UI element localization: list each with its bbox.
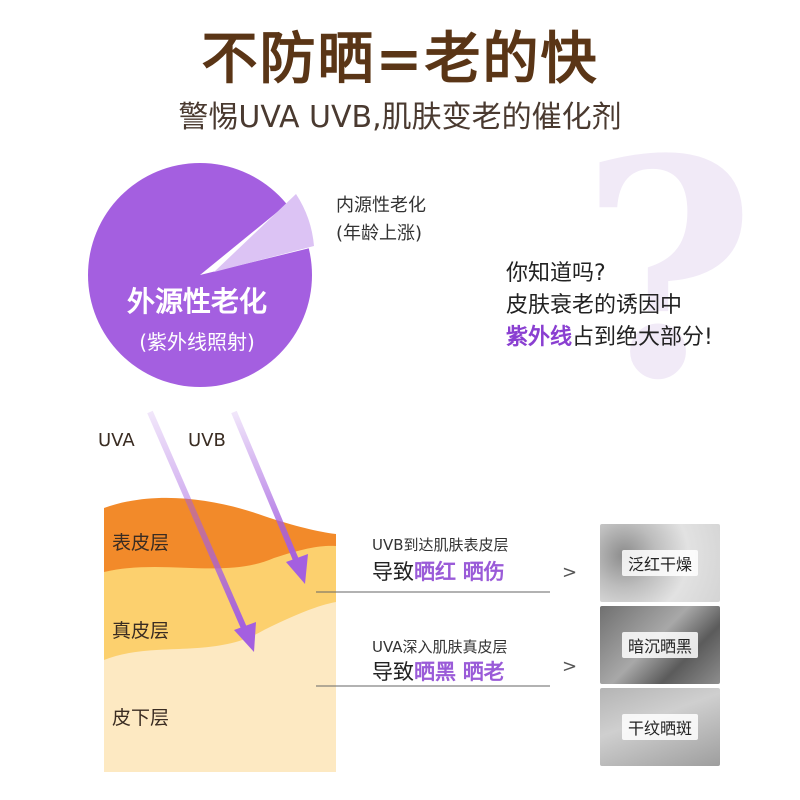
pie-internal-slice — [214, 194, 314, 272]
photo-wrinkles: 干纹晒斑 — [600, 688, 720, 766]
subcutaneous-label: 皮下层 — [112, 707, 170, 729]
callout-line-3: 紫外线占到绝大部分! — [506, 322, 713, 354]
chevron-right-icon: > — [562, 656, 578, 677]
uvb-effect-prefix: 导致 — [372, 560, 414, 584]
photo-redness: 泛红干燥 — [600, 524, 720, 602]
uvb-effect: 导致晒红 晒伤 — [372, 556, 505, 586]
aging-pie-graphic — [88, 163, 314, 387]
internal-aging-title: 内源性老化 — [336, 195, 426, 216]
uvb-label: UVB — [188, 430, 226, 451]
did-you-know-callout: 你知道吗? 皮肤衰老的诱因中 紫外线占到绝大部分! — [506, 258, 713, 354]
external-aging-label: 外源性老化 — [126, 285, 267, 318]
callout-uv-highlight: 紫外线 — [506, 325, 573, 350]
uva-effect: 导致晒黑 晒老 — [372, 656, 505, 686]
page-subtitle: 警惕UVA UVB,肌肤变老的催化剂 — [178, 100, 622, 135]
uvb-effect-2: 晒伤 — [462, 560, 505, 584]
page-title: 不防晒=老的快 — [201, 27, 599, 92]
callout-line-3-rest: 占到绝大部分! — [572, 325, 713, 350]
uvb-info-line: UVB到达肌肤表皮层 — [372, 536, 509, 554]
external-aging-sublabel: (紫外线照射) — [139, 330, 255, 354]
photo-redness-label: 泛红干燥 — [621, 550, 698, 576]
uvb-effect-1: 晒红 — [414, 560, 456, 584]
epidermis-label: 表皮层 — [112, 532, 170, 554]
photo-darkening-label: 暗沉晒黑 — [621, 632, 698, 658]
uva-effect-2: 晒老 — [462, 660, 505, 684]
chevron-right-icon: > — [562, 562, 578, 583]
photo-wrinkles-label: 干纹晒斑 — [621, 714, 698, 740]
callout-line-1: 你知道吗? — [506, 261, 606, 286]
uva-effect-1: 晒黑 — [414, 660, 456, 684]
callout-line-2: 皮肤衰老的诱因中 — [506, 293, 683, 318]
photo-darkening: 暗沉晒黑 — [600, 606, 720, 684]
internal-aging-label: 内源性老化 (年龄上涨) — [336, 192, 426, 248]
internal-aging-sub: (年龄上涨) — [336, 223, 423, 244]
uva-effect-prefix: 导致 — [372, 660, 414, 684]
dermis-label: 真皮层 — [112, 620, 170, 642]
question-mark-icon: ? — [580, 93, 756, 446]
uva-label: UVA — [98, 430, 135, 451]
uva-info-line: UVA深入肌肤真皮层 — [372, 638, 508, 656]
